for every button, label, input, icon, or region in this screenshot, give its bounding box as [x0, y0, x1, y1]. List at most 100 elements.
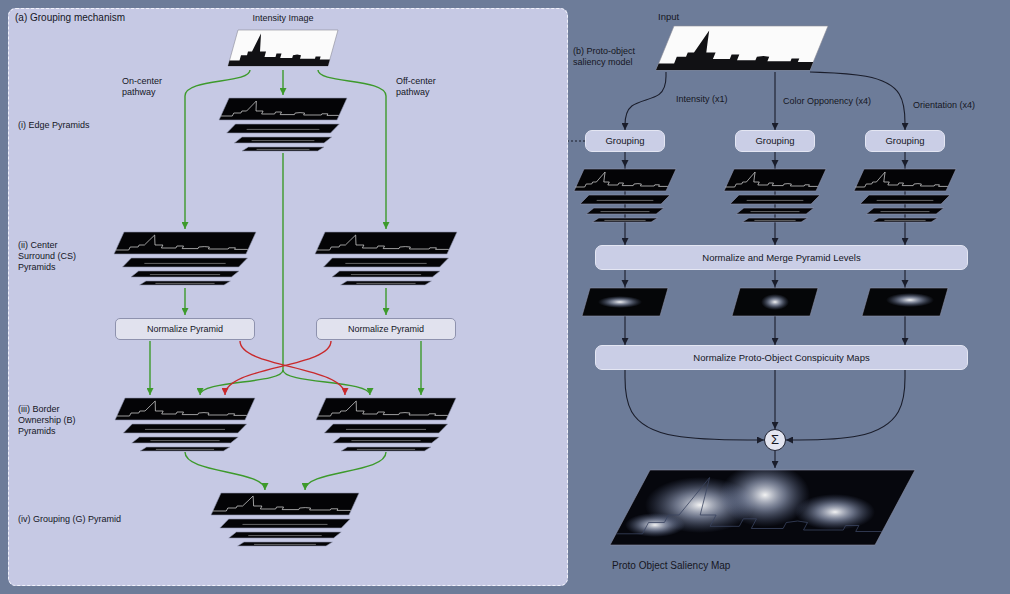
arrow-head: [772, 280, 779, 287]
edge-content: [881, 211, 930, 212]
pyramid-level: [341, 447, 431, 451]
edge-content: [242, 524, 327, 525]
process-band: Normalize and Merge Pyramid Levels: [595, 245, 968, 270]
edge-content: [601, 211, 650, 212]
edge-content: [144, 263, 225, 264]
pyramid-level: [324, 258, 449, 267]
inhibit-arrow: [225, 341, 331, 395]
pyramid-level: [860, 195, 950, 204]
edge-content: [145, 429, 225, 430]
saliency-glow: [795, 494, 875, 530]
pathway-arrow: [385, 288, 386, 315]
image-caption: Input: [658, 11, 679, 22]
pyramid-level: [315, 232, 457, 254]
skyline: [228, 34, 330, 66]
pathway-arrow: [184, 288, 185, 315]
pathway-arrow: [420, 341, 421, 395]
grouping-pyramid: [211, 493, 359, 546]
pyramid-level: [742, 218, 807, 222]
arrow-head: [902, 280, 909, 287]
process-band: Normalize Proto-Object Conspicuity Maps: [595, 345, 968, 370]
edge-content: [155, 283, 214, 284]
box-label: Grouping: [605, 135, 644, 146]
pyramid-level: [114, 232, 256, 254]
flow-arrow: [774, 370, 775, 429]
figure-label: (b) Proto-object saliency model: [573, 46, 649, 68]
intensity-image: Intensity Image: [224, 13, 342, 70]
edge-content: [356, 283, 415, 284]
cs-pyramid: [114, 232, 256, 285]
pyramid-level: [580, 195, 670, 204]
box-label: Normalize Proto-Object Conspicuity Maps: [693, 352, 869, 363]
pyramid-level: [131, 271, 239, 277]
edge-content: [254, 544, 316, 545]
zoom-link: [568, 140, 585, 141]
grouping-panel: (a) Grouping mechanismIntensity ImageNor…: [8, 8, 568, 586]
pyramid-level: [332, 271, 440, 277]
box-label: Normalize and Merge Pyramid Levels: [702, 252, 860, 263]
cs-pyramid: [315, 232, 457, 285]
pyramid-level: [229, 532, 341, 538]
pyramid-level: [854, 169, 956, 191]
pyramid-level: [242, 147, 324, 151]
edge-content: [856, 172, 948, 187]
figure-label: (iv) Grouping (G) Pyramid: [18, 514, 168, 525]
flow-arrow: [774, 72, 775, 130]
pathway-arrow: [282, 70, 283, 95]
arrow-head: [622, 160, 629, 167]
edge-content: [884, 220, 925, 221]
flow-arrow: [774, 451, 775, 468]
input-photo: [656, 26, 828, 70]
edge-content: [604, 220, 645, 221]
figure-label: On-center pathway: [122, 76, 176, 98]
edge-content: [248, 535, 321, 536]
pyramid-level: [724, 169, 826, 191]
edge-content: [877, 200, 934, 201]
pyramid-level: [316, 398, 456, 420]
pathway-arrow: [185, 70, 250, 229]
edge-pyramid: [219, 98, 347, 151]
grouping-box: Grouping: [735, 130, 815, 152]
pyramid-level: [574, 169, 676, 191]
pyramid-level: [211, 493, 359, 515]
panel-fill: [8, 8, 568, 586]
pyramid-level: [341, 281, 432, 285]
edge-content: [247, 129, 320, 130]
grouping-box: Grouping: [865, 130, 945, 152]
saliency-glow: [720, 463, 810, 527]
pyramid-level: [219, 98, 347, 120]
pathway-arrow: [318, 70, 386, 229]
border-pyramid: [115, 398, 255, 451]
figure-label: Intensity (x1): [676, 94, 766, 105]
edge-content: [156, 449, 214, 450]
pyramid-level: [123, 258, 248, 267]
inhibit-arrow: [240, 341, 345, 395]
border-pyramid: [316, 398, 456, 451]
pyramid-level: [238, 542, 333, 546]
edge-content: [576, 172, 668, 187]
edge-content: [351, 274, 421, 275]
edge-content: [318, 401, 448, 416]
edge-content: [150, 440, 219, 441]
pathway-arrow: [185, 452, 265, 490]
conspicuity-map: [582, 288, 668, 316]
map-glow: [598, 296, 642, 308]
map-glow: [886, 293, 934, 307]
box-label: Normalize Pyramid: [147, 324, 223, 335]
edge-content: [351, 440, 420, 441]
pathway-arrow: [305, 452, 386, 490]
feature-pyramid: [574, 169, 676, 222]
pyramid-level: [586, 208, 664, 214]
edge-content: [213, 496, 351, 511]
pyramid-level: [123, 424, 246, 433]
arrow-head: [622, 280, 629, 287]
box-label: Grouping: [885, 135, 924, 146]
edge-content: [252, 140, 315, 141]
pyramid-level: [866, 208, 944, 214]
normalize-box: Normalize Pyramid: [115, 318, 255, 340]
feature-pyramid: [854, 169, 956, 222]
intensity-photo: [228, 30, 338, 66]
figure-label: Off-center pathway: [396, 76, 450, 98]
flow-arrow: [786, 370, 905, 440]
